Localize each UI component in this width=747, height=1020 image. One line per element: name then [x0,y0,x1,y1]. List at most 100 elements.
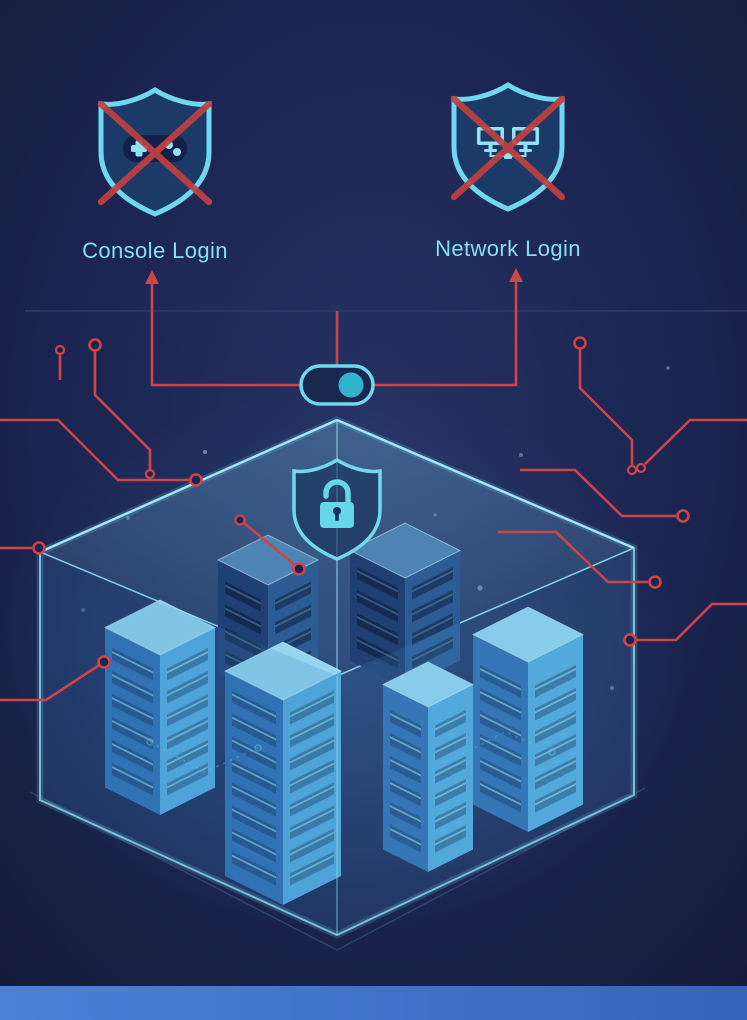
rack-slat [275,581,311,612]
circuit-node-icon [88,338,102,352]
rack-slat-light [232,716,276,741]
server-rack [223,641,343,905]
rack-slat-light [357,570,398,593]
rack-slat-light [232,762,276,787]
rack-slat-light [390,736,421,754]
platform-line [29,787,646,951]
rack-slat-light [390,805,421,823]
cross-icon [97,100,213,206]
circuit-node-icon [676,509,690,523]
rack-slat-light [480,737,521,760]
network-shield [450,82,566,212]
rack-slat-light [290,808,334,833]
rack-slat [412,590,453,623]
rack-slat-light [435,713,466,731]
rack-slat [357,567,398,600]
circuit-node-icon [635,462,647,474]
rack-slat-light [535,691,576,714]
server-rack [471,606,585,832]
rack-right-face [528,634,583,832]
circuit-traces [0,336,747,702]
circuit-node-icon [189,473,203,487]
floor-circuits [146,731,556,773]
rack-slat-light [390,759,421,777]
toggle-switch[interactable] [299,364,375,406]
rack-slat-light [112,720,153,743]
rack-slat-light [357,639,398,662]
rack-slat-light [480,760,521,783]
rack-slat-light [390,713,421,731]
rack-left-face [383,684,428,872]
circuit-node-icon [234,514,246,526]
circuit-node-icon [573,336,587,350]
rack-slat-light [412,570,453,593]
rack-slat-light [167,720,208,743]
toggle-knob[interactable] [338,372,364,398]
rack-slat [225,604,261,635]
rack-slat-light [357,593,398,616]
rack-slat-light [535,737,576,760]
rack-slat-light [232,808,276,833]
rack-slat-light [290,716,334,741]
rack-slat-light [167,766,208,789]
rack-top-face [381,661,475,708]
rack-slat-light [412,593,453,616]
rack-top-face [471,606,585,663]
rack-slat [275,604,311,635]
rack-right-face [160,627,215,815]
circuit-node-icon [648,575,662,589]
server-rack-back [348,522,462,688]
rack-slat-light [290,785,334,810]
rack-slat-light [435,759,466,777]
server-rack [381,661,475,872]
rack-slat-light [290,854,334,879]
rack-slat-light [167,651,208,674]
rack-slat-light [232,854,276,879]
rack-slat-light [225,584,261,605]
circuit-node-icon [97,655,111,669]
console-login-label: Console Login [82,238,228,263]
network-connector-line [373,280,518,387]
circuit-node-icon [626,464,638,476]
rack-right-face [405,550,460,688]
rack-top-face [103,599,217,656]
rack-slat-light [232,831,276,856]
rack-slat-light [435,805,466,823]
rack-right-face [283,671,341,905]
rack-slat-light [535,760,576,783]
rack-slat-light [232,693,276,718]
server-racks [103,522,585,905]
rack-slat [412,613,453,646]
rack-left-face [225,671,283,905]
circuit-node-icon [292,562,306,576]
rack-slat-light [435,828,466,846]
network-login-label: Network Login [435,236,581,261]
rack-slat [412,567,453,600]
lock-shield [292,457,382,561]
bottom-bar [0,986,747,1020]
rack-slat-light [480,714,521,737]
red-connectors [145,268,523,387]
rack-slat-light [480,668,521,691]
rack-slat-light [112,766,153,789]
cube-left-face [40,552,337,935]
rack-slat-light [412,639,453,662]
rack-slat-light [435,782,466,800]
rack-slat-light [480,783,521,806]
rack-slat [412,636,453,669]
rack-slat-light [390,782,421,800]
rack-slat-light [535,714,576,737]
rack-slat-light [167,743,208,766]
rack-slat-light [535,783,576,806]
arrow-up-icon [145,270,159,284]
rack-slat-light [112,697,153,720]
rack-slat-light [112,743,153,766]
rack-slat-light [535,668,576,691]
circuit-node-icon [623,633,637,647]
rack-top-face [348,522,462,579]
rack-slat [357,613,398,646]
rack-slat-light [290,831,334,856]
rack-slat [225,627,261,658]
rack-slat-light [275,584,311,605]
